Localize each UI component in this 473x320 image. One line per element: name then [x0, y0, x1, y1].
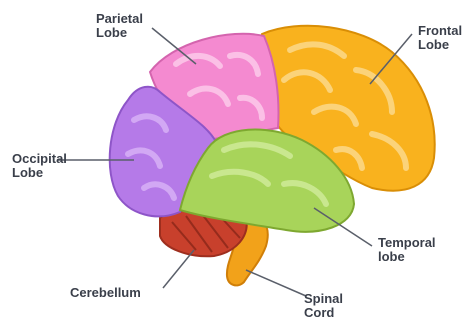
spinal-leader-line — [246, 270, 306, 296]
cerebellum-leader-line — [163, 250, 194, 288]
spinal-label-line2: Cord — [304, 306, 343, 320]
cerebellum-label-line1: Cerebellum — [70, 286, 141, 300]
frontal-label-line2: Lobe — [418, 38, 462, 52]
spinal-label-line1: Spinal — [304, 292, 343, 306]
spinal-cord-label: Spinal Cord — [304, 292, 343, 320]
cerebellum-label: Cerebellum — [70, 286, 141, 300]
frontal-label-line1: Frontal — [418, 24, 462, 38]
parietal-label-line2: Lobe — [96, 26, 143, 40]
frontal-lobe-label: Frontal Lobe — [418, 24, 462, 52]
parietal-lobe-label: Parietal Lobe — [96, 12, 143, 40]
temporal-lobe-label: Temporal lobe — [378, 236, 436, 264]
occipital-lobe-label: Occipital Lobe — [12, 152, 67, 180]
parietal-label-line1: Parietal — [96, 12, 143, 26]
occipital-label-line2: Lobe — [12, 166, 67, 180]
occipital-label-line1: Occipital — [12, 152, 67, 166]
temporal-label-line2: lobe — [378, 250, 436, 264]
temporal-label-line1: Temporal — [378, 236, 436, 250]
